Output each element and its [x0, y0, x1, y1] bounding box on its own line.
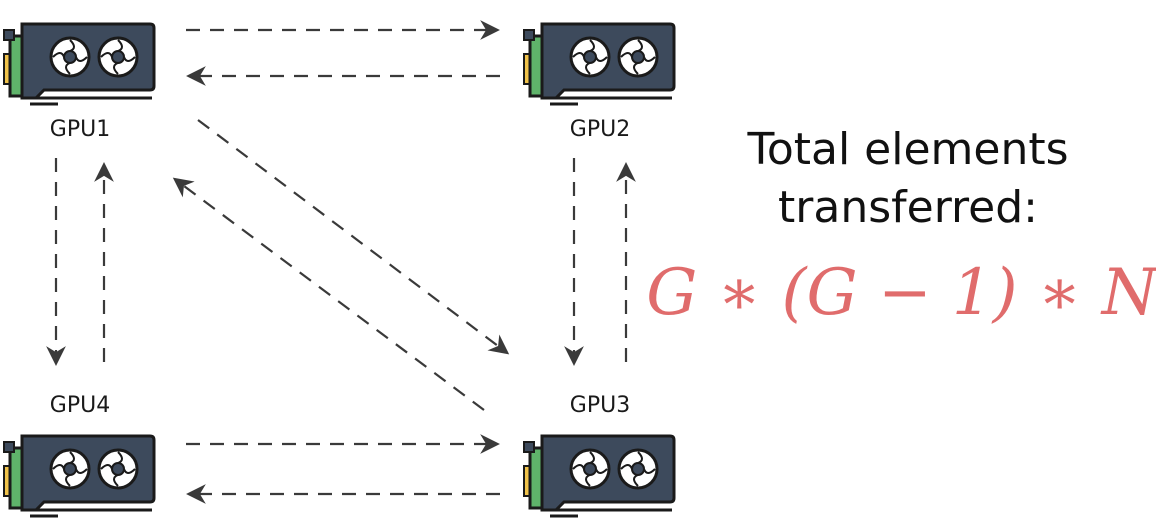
caption-line1: Total elements — [746, 124, 1068, 175]
caption-line2: transferred: — [778, 182, 1038, 233]
formula: G ∗ (G − 1) ∗ N — [646, 256, 1156, 330]
gpu4-label: GPU4 — [50, 393, 110, 418]
arrow-gpu1-to-gpu3 — [197, 119, 510, 355]
gpu2-label: GPU2 — [570, 117, 630, 142]
gpu1-label: GPU1 — [50, 117, 110, 142]
gpu2-icon — [522, 22, 676, 106]
gpu3-icon — [522, 434, 676, 518]
gpu3-label: GPU3 — [570, 393, 630, 418]
arrow-gpu3-to-gpu1 — [172, 177, 485, 411]
gpu4-icon — [2, 434, 156, 518]
gpu1-icon — [2, 22, 156, 106]
